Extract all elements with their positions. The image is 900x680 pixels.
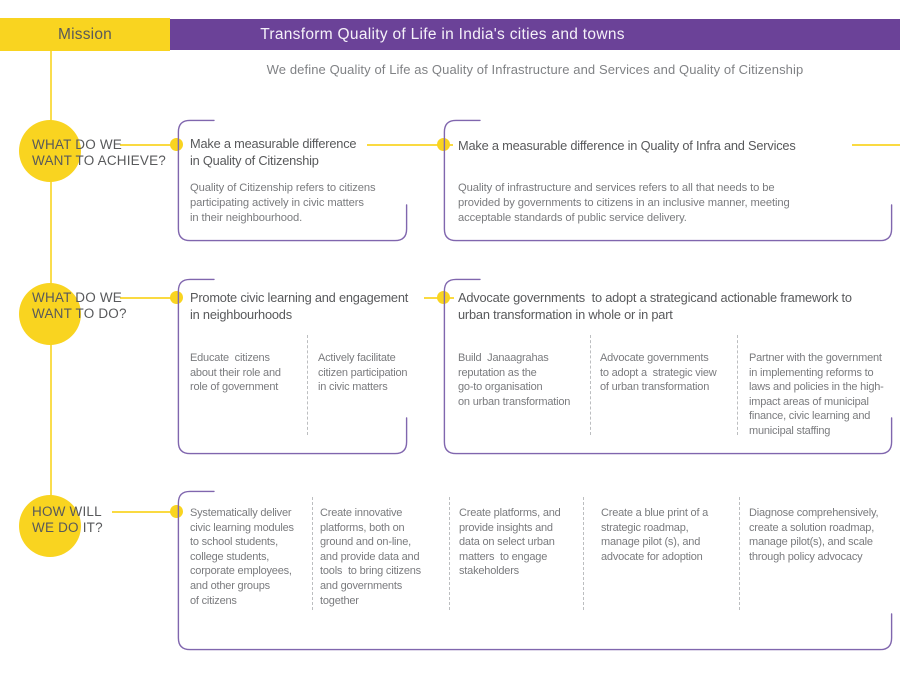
mission-tab: Mission: [0, 18, 170, 51]
banner-title: Transform Quality of Life in India's cit…: [260, 25, 625, 43]
how-we-do-it-box: Systematically deliver civic learning mo…: [177, 490, 893, 651]
column-text: Create platforms, and provide insights a…: [459, 507, 561, 578]
question-circle-do: [19, 283, 81, 345]
column-text: Actively facilitate citizen participatio…: [318, 352, 408, 394]
column-text: Educate citizens about their role and ro…: [190, 352, 281, 394]
connector-line-row2-left: [120, 297, 177, 299]
box-heading: Promote civic learning and engagement in…: [190, 290, 409, 322]
column-text: Partner with the government in implement…: [749, 352, 884, 437]
column-text: Advocate governments to adopt a strategi…: [600, 352, 717, 394]
mission-banner: Transform Quality of Life in India's cit…: [170, 19, 900, 50]
box-heading: Make a measurable difference in Quality …: [190, 136, 357, 168]
column-text: Create innovative platforms, both on gro…: [320, 507, 421, 607]
column-divider: [449, 497, 450, 610]
connector-line-row3-left: [112, 511, 178, 513]
column-divider: [590, 335, 591, 435]
connector-line-row1-mid: [367, 144, 453, 146]
column-text: Systematically deliver civic learning mo…: [190, 507, 294, 607]
box-heading: Advocate governments to adopt a strategi…: [458, 290, 852, 322]
question-label-do: WHAT DO WE WANT TO DO?: [32, 290, 127, 321]
column-divider: [312, 497, 313, 610]
vertical-connector-line: [50, 51, 52, 511]
column-text: Create a blue print of a strategic roadm…: [601, 507, 709, 563]
mission-label: Mission: [58, 25, 112, 43]
question-label-achieve: WHAT DO WE WANT TO ACHIEVE?: [32, 137, 166, 168]
question-circle-achieve: [19, 120, 81, 182]
connector-line-row1-left: [120, 144, 177, 146]
action-box-civic-learning: Promote civic learning and engagement in…: [177, 278, 408, 455]
outcome-box-infra-services: Make a measurable difference in Quality …: [443, 119, 893, 242]
column-divider: [583, 497, 584, 610]
question-circle-how: [19, 495, 81, 557]
question-label-how: HOW WILL WE DO IT?: [32, 504, 103, 535]
column-divider: [307, 335, 308, 435]
column-text: Diagnose comprehensively, create a solut…: [749, 507, 879, 563]
box-heading: Make a measurable difference in Quality …: [458, 138, 796, 153]
column-divider: [737, 335, 738, 435]
outcome-box-citizenship: Make a measurable difference in Quality …: [177, 119, 408, 242]
box-body: Quality of infrastructure and services r…: [458, 182, 790, 224]
column-divider: [739, 497, 740, 610]
box-body: Quality of Citizenship refers to citizen…: [190, 182, 376, 224]
quality-of-life-definition: We define Quality of Life as Quality of …: [266, 62, 804, 77]
column-text: Build Janaagrahas reputation as the go-t…: [458, 352, 571, 408]
action-box-advocacy: Advocate governments to adopt a strategi…: [443, 278, 893, 455]
